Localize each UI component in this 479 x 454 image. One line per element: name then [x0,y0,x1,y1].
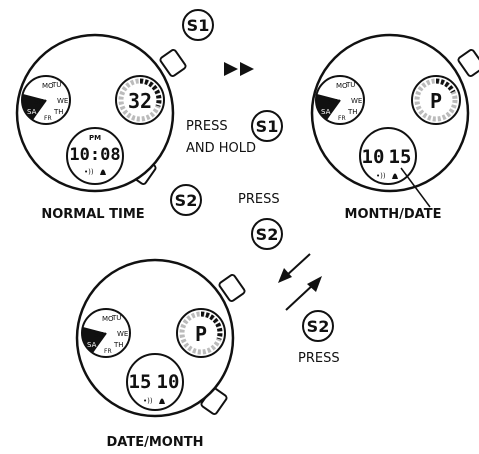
s2-button-badge-lower: S2 [302,310,334,342]
crown-upper [457,49,479,77]
press-and-hold-line1: PRESS [186,119,228,134]
s1-button-badge-mid: S1 [251,110,283,142]
svg-text:S2: S2 [175,191,198,210]
svg-text:S1: S1 [187,16,210,35]
caption-month-date: MONTH/DATE [345,207,442,222]
day-label-su: SU [94,331,104,339]
day-label-fr: FR [44,115,52,122]
seconds-digits: 32 [128,89,152,113]
press-label-lower: PRESS [298,351,340,366]
day-label-fr: FR [104,348,112,355]
day-subdial: SU MO TU WE TH FR SA [315,75,365,125]
sound-icon: •)) [143,397,153,405]
day-label-th: TH [53,108,64,116]
lcd-display: PM 10:08 •)) [66,127,124,185]
date-digits: 15 [129,371,152,393]
day-subdial: SU MO TU WE TH FR SA [81,308,131,358]
watch-case [310,33,470,193]
caption-date-month: DATE/MONTH [107,435,204,450]
svg-text:S1: S1 [256,117,279,136]
day-label-we: WE [117,330,128,338]
svg-text:S2: S2 [256,225,279,244]
day-label-su: SU [34,98,44,106]
sound-icon: •)) [376,172,386,180]
day-label-tu: TU [111,314,121,322]
day-label-su: SU [328,98,338,106]
fast-forward-icon [224,62,254,76]
s1-button-badge-top: S1 [182,9,214,41]
date-digits: 15 [389,146,412,168]
watch-case [75,258,235,418]
watch-normal-time: SU MO TU WE TH FR SA 32 PM 10:08 •)) NOR… [15,33,187,222]
mode-letter: P [430,89,442,113]
month-digits: 10 [362,146,385,168]
watch-case [15,33,175,193]
crown-upper [218,274,246,302]
bell-icon [159,398,165,404]
day-label-mo: MO [336,82,348,90]
lcd-display: 15 10 •)) [126,353,184,411]
s2-button-badge-normal: S2 [170,184,202,216]
day-subdial: SU MO TU WE TH FR SA [21,75,71,125]
time-digits: 10:08 [69,145,120,165]
s2-button-badge-upper: S2 [251,218,283,250]
day-label-we: WE [351,97,362,105]
bell-icon [392,173,398,179]
arrow-down-left [278,253,311,283]
day-label-sa: SA [27,108,37,116]
day-label-fr: FR [338,115,346,122]
lcd-display: 10 15 •)) [359,127,417,185]
caption-normal-time: NORMAL TIME [41,207,144,222]
mode-subdial: P [176,308,226,358]
mode-letter: P [195,322,207,346]
day-label-sa: SA [87,341,97,349]
arrow-up-right [285,276,322,311]
watch-date-month: SU MO TU WE TH FR SA P 15 10 •)) DATE/MO… [75,258,246,450]
day-label-sa: SA [321,108,331,116]
watch-month-date: SU MO TU WE TH FR SA P 10 15 •)) MONTH/D… [310,33,479,222]
press-label-upper: PRESS [238,192,280,207]
pm-indicator: PM [89,134,101,142]
bell-icon [100,169,106,175]
month-digits: 10 [157,371,180,393]
press-and-hold-line2: AND HOLD [186,141,256,156]
sound-icon: •)) [84,168,94,176]
day-label-th: TH [347,108,358,116]
day-label-tu: TU [51,81,61,89]
seconds-subdial: 32 [115,75,165,125]
day-label-tu: TU [345,81,355,89]
day-label-we: WE [57,97,68,105]
mode-subdial: P [411,75,461,125]
day-label-mo: MO [102,315,114,323]
crown-upper [159,49,187,77]
svg-text:S2: S2 [307,317,330,336]
pointer-line [400,167,431,208]
day-label-th: TH [113,341,124,349]
day-label-mo: MO [42,82,54,90]
